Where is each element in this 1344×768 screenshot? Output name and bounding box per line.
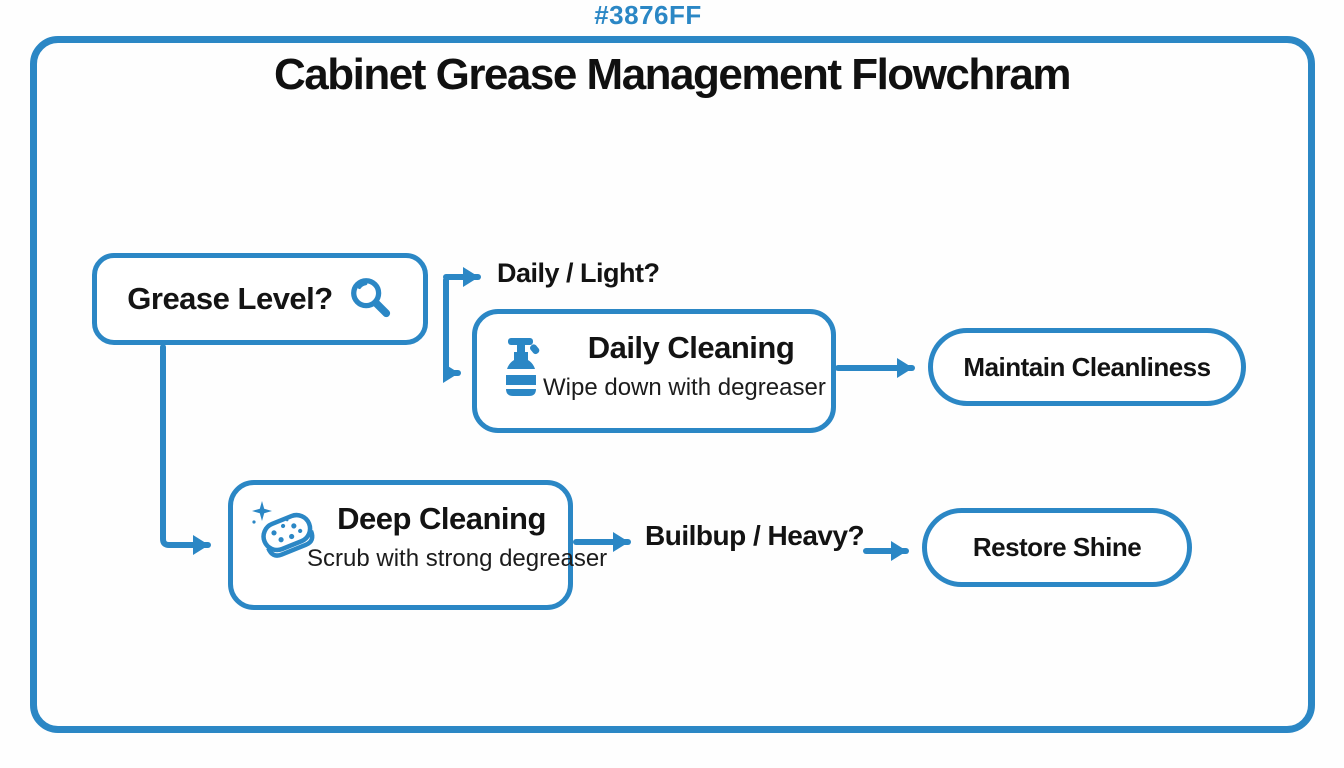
deep-cleaning-text: Deep Cleaning Scrub with strong degrease…: [307, 485, 607, 605]
deep-cleaning-subtitle: Scrub with strong degreaser: [307, 545, 608, 572]
daily-cleaning-subtitle: Wipe down with degreaser: [543, 374, 826, 401]
node-grease-level: Grease Level?: [92, 253, 428, 345]
node-restore-shine: Restore Shine: [922, 508, 1192, 587]
node-daily-cleaning: Daily Cleaning Wipe down with degreaser: [472, 309, 836, 433]
spray-bottle-icon: [501, 336, 543, 403]
deep-cleaning-title: Deep Cleaning: [337, 501, 546, 536]
node-deep-cleaning: Deep Cleaning Scrub with strong degrease…: [228, 480, 607, 610]
branch-label-daily-light: Daily / Light?: [497, 258, 660, 288]
color-hex-label: #3876FF: [594, 0, 702, 30]
outer-frame: [30, 36, 1315, 733]
branch-label-buildup-heavy: Builbup / Heavy?: [645, 520, 865, 551]
maintain-cleanliness-label: Maintain Cleanliness: [963, 351, 1211, 382]
page-title: Cabinet Grease Management Flowchram: [274, 50, 1071, 99]
node-maintain-cleanliness: Maintain Cleanliness: [928, 328, 1246, 406]
daily-cleaning-text: Daily Cleaning Wipe down with degreaser: [543, 314, 826, 428]
magnifier-icon: [347, 274, 393, 325]
restore-shine-label: Restore Shine: [972, 532, 1142, 562]
daily-cleaning-title: Daily Cleaning: [587, 330, 795, 365]
sponge-icon: [249, 495, 321, 572]
grease-level-label: Grease Level?: [127, 281, 333, 316]
